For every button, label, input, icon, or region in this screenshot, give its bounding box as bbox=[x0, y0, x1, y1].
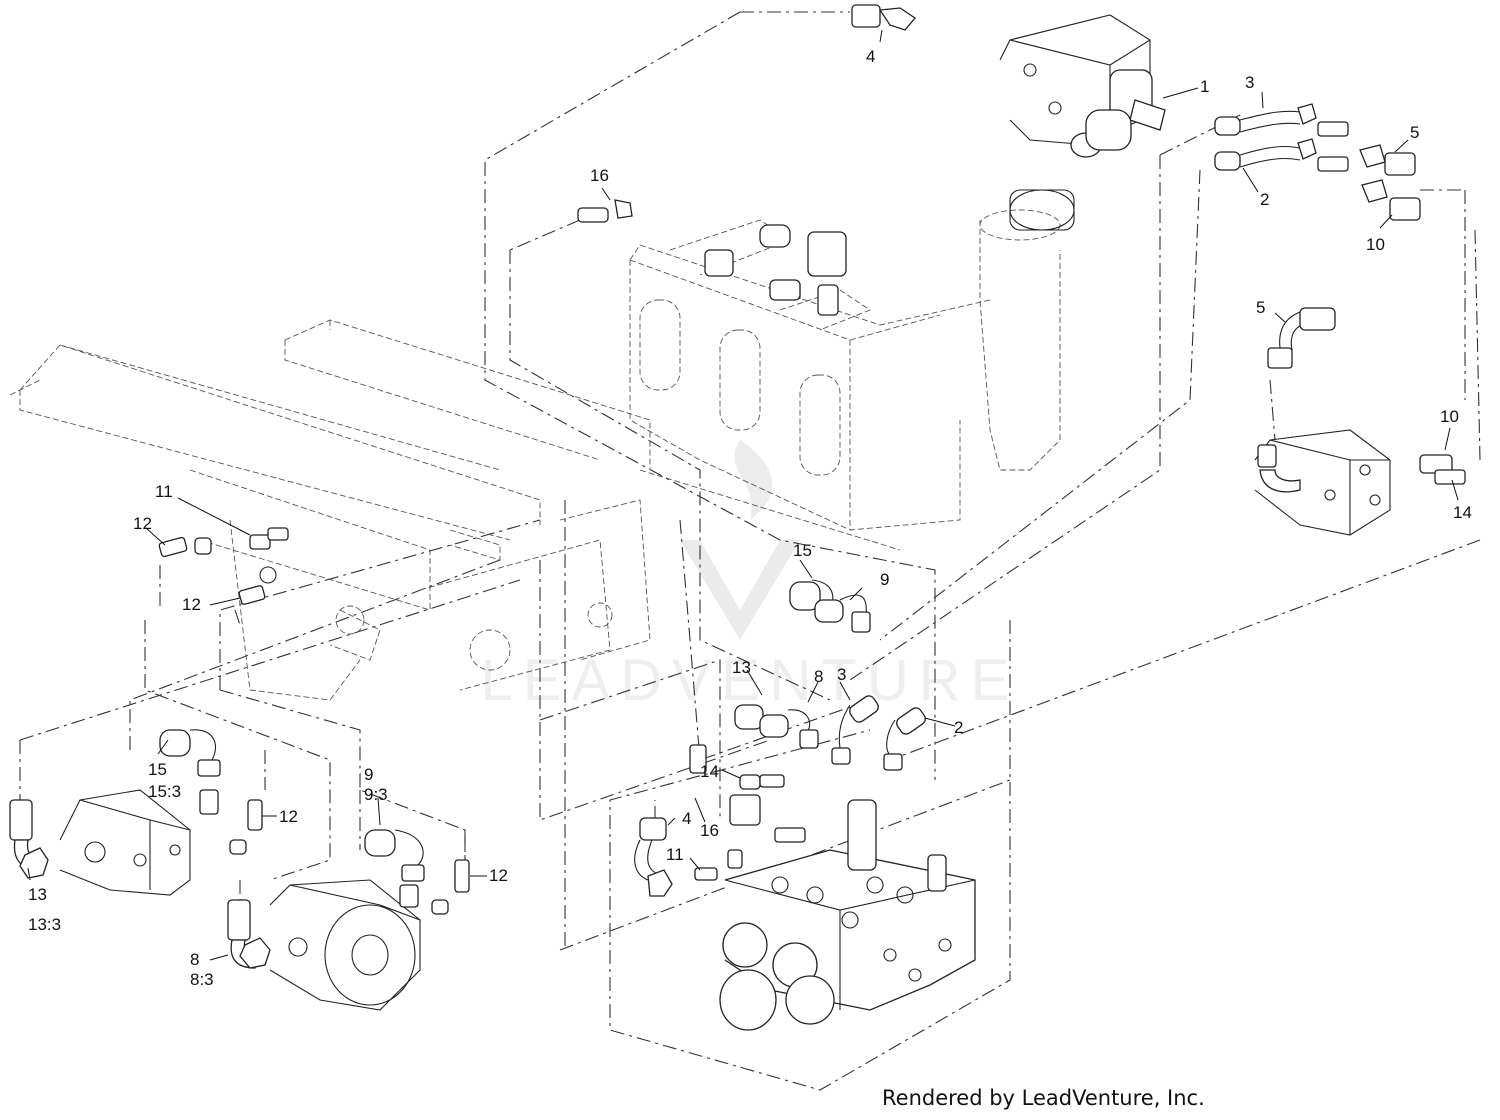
charge-pump bbox=[999, 14, 1166, 158]
callout-3-lower: 3 bbox=[837, 665, 846, 684]
callout-15-upper: 15 bbox=[793, 541, 812, 560]
drive-pump bbox=[227, 879, 421, 1011]
callout-8-right: 8 bbox=[814, 667, 823, 686]
callout-8-3: 8:3 bbox=[190, 970, 214, 989]
callout-11-left: 11 bbox=[155, 482, 173, 501]
callout-13-right: 13 bbox=[732, 658, 751, 677]
callouts: 1 2 2 3 3 4 4 5 5 8 8:3 8 9 9 9:3 10 10 … bbox=[28, 47, 1472, 989]
callout-8-left: 8 bbox=[190, 950, 199, 969]
aux-pump bbox=[1254, 429, 1391, 536]
callout-12-b: 12 bbox=[182, 595, 201, 614]
callout-11-lower: 11 bbox=[666, 845, 684, 864]
frame-rails bbox=[9, 319, 901, 701]
callout-10-lower: 10 bbox=[1440, 407, 1459, 426]
callout-12-c: 12 bbox=[279, 807, 298, 826]
callout-16-upper: 16 bbox=[590, 166, 609, 185]
callout-14-right: 14 bbox=[1453, 503, 1472, 522]
callout-9-3: 9:3 bbox=[364, 785, 388, 804]
callout-13-3: 13:3 bbox=[28, 915, 61, 934]
control-valve bbox=[719, 799, 976, 1031]
callout-4-upper: 4 bbox=[866, 47, 875, 66]
callout-1: 1 bbox=[1200, 77, 1209, 96]
callout-14-lower: 14 bbox=[700, 762, 719, 781]
callout-12-d: 12 bbox=[489, 866, 508, 885]
callout-5-upper: 5 bbox=[1410, 123, 1419, 142]
callout-13-left: 13 bbox=[28, 885, 47, 904]
callout-leaders bbox=[27, 29, 1459, 961]
left-pump bbox=[9, 789, 191, 896]
callout-5-lower: 5 bbox=[1256, 298, 1265, 317]
hydraulic-tank bbox=[629, 189, 1075, 531]
callout-9-upper: 9 bbox=[880, 570, 889, 589]
callout-4-lower: 4 bbox=[682, 809, 691, 828]
callout-15-left: 15 bbox=[148, 760, 167, 779]
callout-2-lower: 2 bbox=[954, 718, 963, 737]
hoses-and-fittings bbox=[158, 4, 1466, 915]
callout-2-upper: 2 bbox=[1260, 190, 1269, 209]
footer-credit: Rendered by LeadVenture, Inc. bbox=[882, 1086, 1205, 1110]
callout-9-left: 9 bbox=[364, 765, 373, 784]
callout-16-lower: 16 bbox=[700, 821, 719, 840]
callout-3-upper: 3 bbox=[1245, 73, 1254, 92]
watermark: LEADVENTURE bbox=[481, 440, 1020, 713]
callout-15-3: 15:3 bbox=[148, 782, 181, 801]
callout-10-upper: 10 bbox=[1366, 235, 1385, 254]
watermark-text: LEADVENTURE bbox=[481, 648, 1020, 713]
callout-12-a: 12 bbox=[133, 514, 152, 533]
